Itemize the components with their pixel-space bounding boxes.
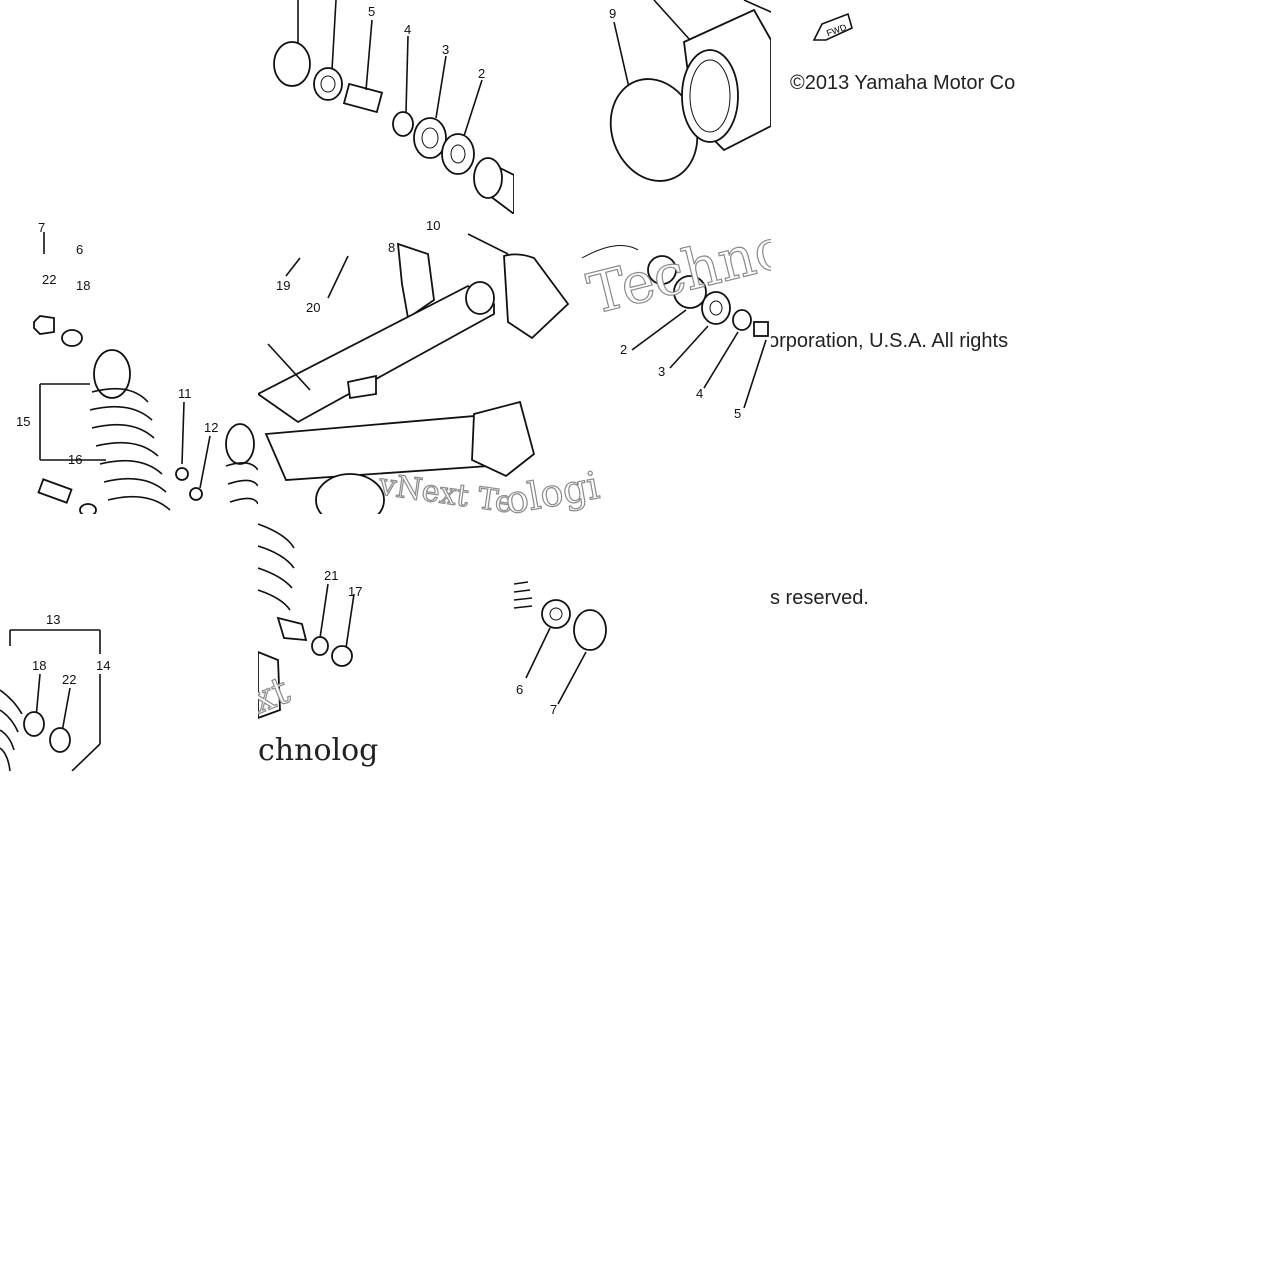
- callout-3: 3: [442, 42, 449, 57]
- callout-9: 9: [609, 6, 616, 21]
- shock-mount-drawing: 21 17 xt chnolog: [258, 523, 378, 768]
- diagram-tile-bottom-center: 21 17 xt chnolog: [258, 514, 514, 771]
- callout-7-left: 7: [38, 220, 45, 235]
- shock-upper-mount: [396, 242, 435, 320]
- callout-4: 4: [404, 22, 411, 37]
- copyright-line-2: orporation, U.S.A. All rights: [768, 330, 1009, 352]
- diagram-tile-top-left: 5 4 3 2: [258, 0, 514, 214]
- callout-13: 13: [46, 612, 60, 627]
- bearing-assembly-drawing: 5 4 3 2: [273, 0, 514, 214]
- callout-8: 8: [388, 240, 395, 255]
- gasket: [503, 253, 570, 340]
- pivot-cap: [573, 609, 607, 651]
- callout-5-center: 5: [734, 406, 741, 421]
- callout-5: 5: [368, 4, 375, 19]
- diagram-tile-top-right: 9: [514, 0, 771, 214]
- callout-19: 19: [276, 278, 290, 293]
- callout-6-bottom: 6: [516, 682, 523, 697]
- callout-2: 2: [478, 66, 485, 81]
- callout-15: 15: [16, 414, 30, 429]
- pivot-cap-drawing: 6 7: [514, 581, 607, 714]
- shock-top-eye: [93, 349, 131, 399]
- callout-20: 20: [306, 300, 320, 315]
- callout-17: 17: [348, 584, 362, 599]
- shock-lower-drawing: 13 14 18 22: [0, 612, 110, 771]
- watermark-text-4: xt: [258, 668, 295, 723]
- callout-2-center: 2: [620, 342, 627, 357]
- watermark-text-5: chnolog: [258, 733, 378, 768]
- callout-3-center: 3: [658, 364, 665, 379]
- diagram-tile-bottom-left: 13 14 18 22: [0, 514, 258, 771]
- callout-7-bottom: 7: [550, 702, 557, 714]
- callout-12: 12: [204, 420, 218, 435]
- callout-22-bottom: 22: [62, 672, 76, 687]
- seal-ring: [273, 41, 311, 87]
- housing-drawing: 9: [609, 0, 771, 182]
- watermark-text-3: ologi: [502, 463, 603, 514]
- bearing-part: [313, 67, 343, 101]
- callout-14: 14: [96, 658, 110, 673]
- fwd-arrow-icon: FWD: [812, 12, 853, 41]
- callout-4-center: 4: [696, 386, 703, 401]
- swingarm-upper-tube: [258, 284, 495, 424]
- copyright-line-3: s reserved.: [770, 587, 869, 609]
- housing-opening: [681, 49, 739, 143]
- diagram-tile-bottom-right: 6 7: [514, 514, 624, 714]
- diagram-tile-left-shock: 7 6 22 18 15 16 11 12: [0, 214, 258, 514]
- callout-11: 11: [178, 386, 192, 401]
- callout-16: 16: [68, 452, 82, 467]
- callout-6-left: 6: [76, 242, 83, 257]
- swingarm-drawing: 19 20 8 10 2 3 4 5 Techno vNext Te ologi: [258, 215, 771, 514]
- callout-10: 10: [426, 218, 440, 233]
- callout-18-bottom: 18: [32, 658, 46, 673]
- callout-21: 21: [324, 568, 338, 583]
- copyright-line-1: ©2013 Yamaha Motor Co: [790, 72, 1016, 94]
- shock-absorber-drawing: 7 6 22 18 15 16 11 12: [16, 220, 258, 514]
- swingarm-pivot-boss: [471, 400, 536, 478]
- diagram-tile-center-swingarm: 19 20 8 10 2 3 4 5 Techno vNext Te ologi: [258, 214, 771, 514]
- watermark-text-2: vNext Te: [376, 467, 515, 514]
- callout-18-left: 18: [76, 278, 90, 293]
- callout-22-left: 22: [42, 272, 56, 287]
- shock-spring: [89, 387, 171, 511]
